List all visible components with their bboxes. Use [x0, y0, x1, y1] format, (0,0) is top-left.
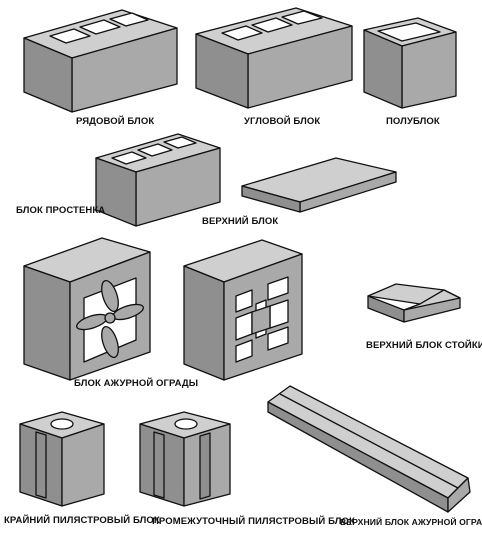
pier-block-label: БЛОК ПРОСТЕНКА	[16, 205, 106, 216]
post-top-block-label: ВЕРХНИЙ БЛОК СТОЙКИ	[366, 340, 482, 351]
openwork-block-figure	[23, 237, 151, 381]
ordinary-block-label: РЯДОВОЙ БЛОК	[76, 116, 155, 127]
openwork-top-block-label: ВЕРХНИЙ БЛОК АЖУРНОЙ ОГРАДЫ	[340, 517, 482, 527]
pier-block-figure	[95, 133, 221, 227]
half-block-label: ПОЛУБЛОК	[386, 116, 440, 127]
top-block-label: ВЕРХНИЙ БЛОК	[202, 216, 279, 227]
top-block-figure	[241, 157, 397, 213]
openwork-top-block-figure	[267, 385, 471, 513]
corner-block-label: УГЛОВОЙ БЛОК	[244, 116, 321, 127]
middle-pilaster-block-figure	[139, 411, 231, 507]
half-block-figure	[363, 17, 457, 109]
post-top-block-figure	[367, 283, 461, 323]
openwork-block-label: БЛОК АЖУРНОЙ ОГРАДЫ	[74, 378, 199, 389]
corner-block-figure	[195, 7, 353, 109]
lattice-block-figure	[183, 239, 303, 381]
ordinary-block-figure	[23, 9, 178, 113]
middle-pilaster-block-label: ПРОМЕЖУТОЧНЫЙ ПИЛЯСТРОВЫЙ БЛОК	[152, 516, 355, 527]
end-pilaster-block-figure	[19, 411, 105, 507]
end-pilaster-block-label: КРАЙНИЙ ПИЛЯСТРОВЫЙ БЛОК	[4, 515, 160, 526]
